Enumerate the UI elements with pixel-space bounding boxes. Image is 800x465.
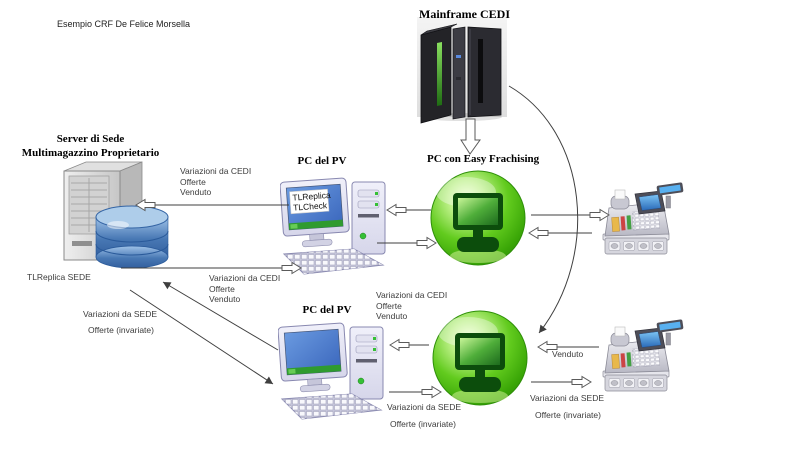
flow-label-line: Variazioni da SEDE xyxy=(387,402,462,412)
flow-label-sede-pc2: Variazioni da SEDE Offerte (invariate) xyxy=(387,399,461,433)
flow-label-line: Offerte (invariate) xyxy=(88,325,154,335)
flow-label-line: Variazioni da CEDI xyxy=(376,290,448,300)
flow-label-line: Variazioni da CEDI xyxy=(209,273,281,283)
pc1-screen-text-2: TLCheck xyxy=(293,200,328,212)
flow-label-line: Venduto xyxy=(376,311,408,321)
server-database-icon xyxy=(63,161,169,269)
flow-label-line: Variazioni da SEDE xyxy=(530,393,605,403)
server-caption: TLReplica SEDE xyxy=(27,272,91,282)
flow-label-line: Offerte (invariate) xyxy=(390,419,456,429)
flow-label-line: Offerte xyxy=(180,176,206,187)
pc1-title: PC del PV xyxy=(297,155,347,167)
flow-label-sede-right: Variazioni da SEDE Offerte (invariate) xyxy=(530,390,604,424)
flow-label-sede-left: Variazioni da SEDE Offerte (invariate) xyxy=(83,306,157,338)
mainframe-title: Mainframe CEDI xyxy=(419,7,510,21)
pc1-screen-text-1: TLReplica xyxy=(292,190,331,203)
flow-label-server-pc1-bottom: Variazioni da CEDI Offerte Venduto xyxy=(209,273,280,305)
flow-label-line: Venduto xyxy=(209,294,241,304)
server-title: Server di Sede Multimagazzino Proprietar… xyxy=(8,132,173,160)
pc1-desktop-icon: TLReplica TLCheck xyxy=(280,177,386,275)
easy-franchising-orb-icon-2 xyxy=(432,310,528,406)
block-arrow-into-easy1-right xyxy=(528,227,549,239)
flow-label-line: Offerte xyxy=(376,300,402,311)
flow-label-line: Offerte xyxy=(209,283,235,294)
flow-label-line: Variazioni da CEDI xyxy=(180,166,252,176)
block-arrow-mainframe-down xyxy=(460,118,481,155)
mainframe-icon xyxy=(417,17,507,124)
flow-label-pc2-easy2: Variazioni da CEDI Offerte Venduto xyxy=(376,290,447,322)
flow-label-line: Variazioni da SEDE xyxy=(83,309,158,319)
flow-label-line: Venduto xyxy=(180,187,212,197)
server-title-line1: Server di Sede xyxy=(56,133,125,145)
venduto-label: Venduto xyxy=(552,349,584,359)
pc2-title: PC del PV xyxy=(302,304,352,316)
cash-register-icon-1 xyxy=(602,182,684,255)
block-arrow-into-register2 xyxy=(571,376,592,388)
cash-register-icon-2 xyxy=(602,319,684,392)
easy-franchising-title: PC con Easy Frachising xyxy=(427,153,540,165)
diagram-note: Esempio CRF De Felice Morsella xyxy=(57,19,191,29)
flow-label-server-pc1: Variazioni da CEDI Offerte Venduto xyxy=(180,166,251,198)
flow-label-line: Offerte (invariate) xyxy=(535,410,601,420)
server-title-line2: Multimagazzino Proprietario xyxy=(21,147,160,159)
pc2-desktop-icon xyxy=(278,322,384,420)
easy-franchising-orb-icon-1 xyxy=(430,170,526,266)
